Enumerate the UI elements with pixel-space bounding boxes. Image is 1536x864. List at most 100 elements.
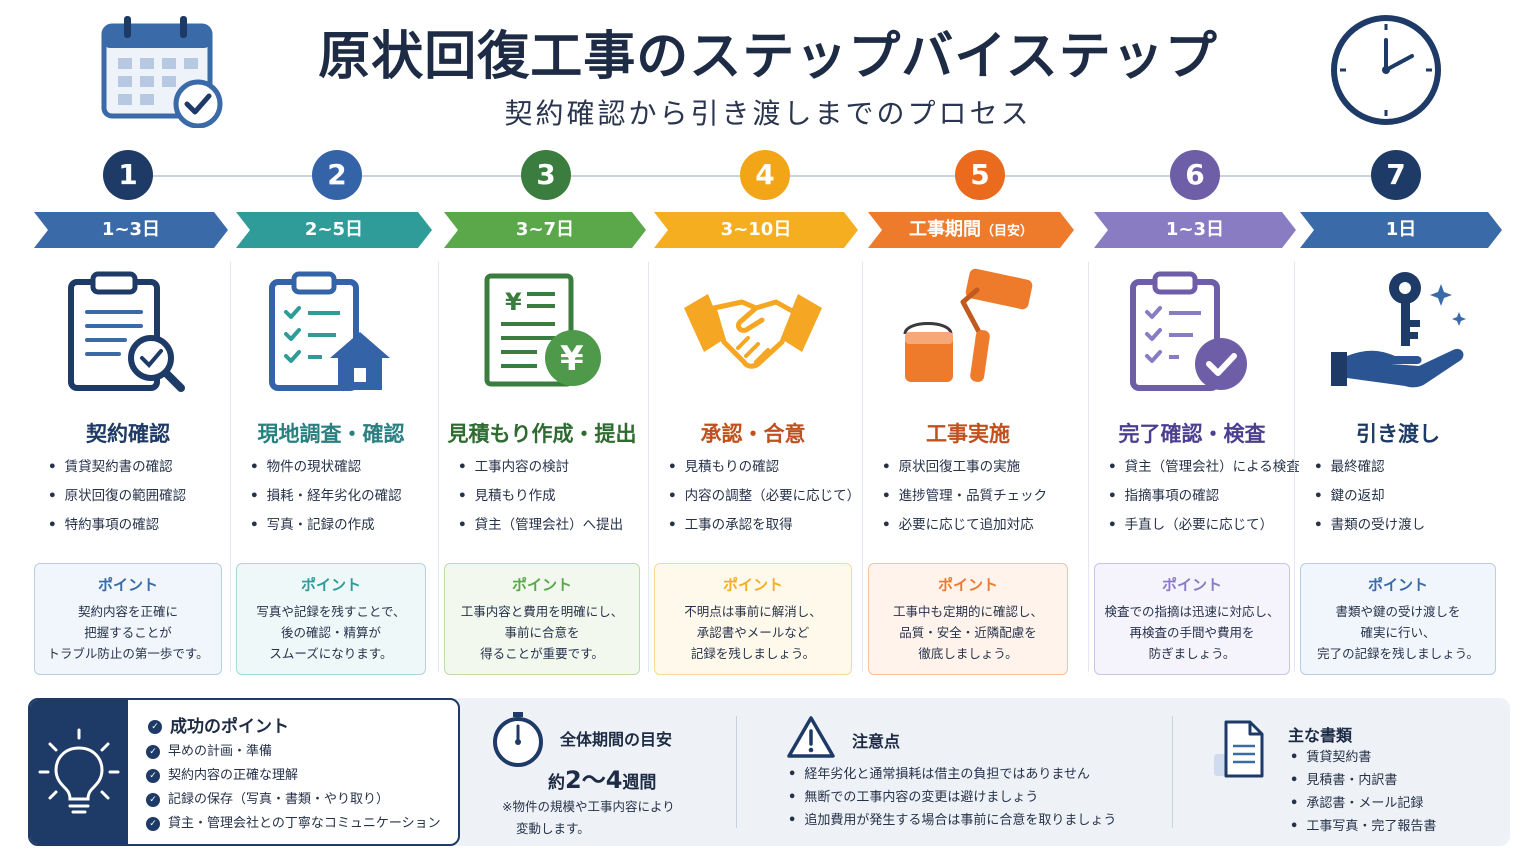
caution-list: 経年劣化と通常損耗は借主の負担ではありません 無断での工事内容の変更は避けましょ… xyxy=(788,765,1116,834)
success-list: ✓早めの計画・準備 ✓契約内容の正確な理解 ✓記録の保存（写真・書類・やり取り）… xyxy=(146,742,441,838)
point-text: スムーズになります。 xyxy=(269,646,393,661)
step-items: 貸主（管理会社）による検査指摘事項の確認手直し（必要に応じて） xyxy=(1108,456,1300,543)
step-number-4: 4 xyxy=(740,150,790,200)
step-duration-5: 工事期間（目安） xyxy=(868,212,1074,248)
step-items: 賃貸契約書の確認原状回復の範囲確認特約事項の確認 xyxy=(48,456,218,543)
stopwatch-icon xyxy=(493,712,543,767)
hand-key-icon xyxy=(1323,268,1473,402)
page-subtitle: 契約確認から引き渡しまでのプロセス xyxy=(504,97,1032,130)
list-item: 貸主（管理会社）による検査 xyxy=(1108,456,1300,485)
estimate-yen-icon: ¥ ¥ xyxy=(477,268,607,402)
step-title: 現地調査・確認 xyxy=(257,422,405,446)
list-item: 経年劣化と通常損耗は借主の負担ではありません xyxy=(788,765,1116,788)
point-text: 事前に合意を xyxy=(504,625,580,640)
calendar-check-icon xyxy=(101,16,223,128)
point-text: 記録を残しましょう。 xyxy=(690,646,816,661)
page-title: 原状回復工事のステップバイステップ xyxy=(318,27,1218,87)
document-icon xyxy=(1214,720,1264,778)
step-column-5: 工事実施 原状回復工事の実施進捗管理・品質チェック必要に応じて追加対応 ポイント… xyxy=(868,258,1068,678)
step-number-2: 2 xyxy=(312,150,362,200)
check-icon: ✓ xyxy=(146,792,160,807)
divider xyxy=(862,262,863,672)
point-text: 防ぎましょう。 xyxy=(1148,646,1236,661)
list-item: 必要に応じて追加対応 xyxy=(882,514,1064,543)
divider xyxy=(736,716,737,828)
point-text: 検査での指摘は迅速に対応し、 xyxy=(1104,604,1280,619)
step-items: 物件の現状確認損耗・経年劣化の確認写真・記録の作成 xyxy=(250,456,422,543)
point-title: ポイント xyxy=(722,576,783,594)
checklist-house-icon xyxy=(266,268,396,402)
point-text: 工事中も定期的に確認し、 xyxy=(892,604,1043,619)
check-icon: ✓ xyxy=(146,816,160,831)
step-title: 承認・合意 xyxy=(700,422,806,446)
step-column-1: 契約確認 賃貸契約書の確認原状回復の範囲確認特約事項の確認 ポイント 契約内容を… xyxy=(34,258,222,678)
point-title: ポイント xyxy=(300,576,361,594)
step-column-2: 現地調査・確認 物件の現状確認損耗・経年劣化の確認写真・記録の作成 ポイント 写… xyxy=(236,258,426,678)
point-text: 品質・安全・近隣配慮を xyxy=(899,625,1037,640)
point-text: 契約内容を正確に xyxy=(77,604,178,619)
step-column-7: 引き渡し 最終確認鍵の返却書類の受け渡し ポイント 書類や鍵の受け渡しを確実に行… xyxy=(1300,258,1496,678)
caution-title: 注意点 xyxy=(852,732,901,751)
list-item: ✓契約内容の正確な理解 xyxy=(146,766,441,790)
list-item: 追加費用が発生する場合は事前に合意を取りましょう xyxy=(788,811,1116,834)
step-title: 完了確認・検査 xyxy=(1118,422,1266,446)
step-items: 最終確認鍵の返却書類の受け渡し xyxy=(1314,456,1492,543)
point-text: 工事内容と費用を明確にし、 xyxy=(460,604,624,619)
list-item: 賃貸契約書の確認 xyxy=(48,456,218,485)
point-text: 再検査の手間や費用を xyxy=(1129,625,1255,640)
divider xyxy=(648,262,649,672)
point-box: ポイント 書類や鍵の受け渡しを確実に行い、完了の記録を残しましょう。 xyxy=(1300,563,1496,675)
step-column-4: 承認・合意 見積もりの確認内容の調整（必要に応じて）工事の承認を取得 ポイント … xyxy=(654,258,860,678)
step-items: 工事内容の検討見積もり作成貸主（管理会社）へ提出 xyxy=(458,456,636,543)
step-title: 見積もり作成・提出 xyxy=(447,422,637,446)
point-text: 把握することが xyxy=(84,625,172,640)
clock-icon xyxy=(1331,15,1441,125)
step-column-3: ¥ ¥ 見積もり作成・提出 工事内容の検討見積もり作成貸主（管理会社）へ提出 ポ… xyxy=(444,258,640,678)
step-items: 原状回復工事の実施進捗管理・品質チェック必要に応じて追加対応 xyxy=(882,456,1064,543)
step-duration-3: 3~7日 xyxy=(444,212,646,248)
divider xyxy=(1294,262,1295,672)
step-duration-7: 1日 xyxy=(1300,212,1502,248)
point-title: ポイント xyxy=(511,576,572,594)
svg-text:¥: ¥ xyxy=(560,339,584,379)
list-item: 書類の受け渡し xyxy=(1314,514,1492,543)
step-number-1: 1 xyxy=(103,150,153,200)
documents-list: 賃貸契約書 見積書・内訳書 承認書・メール記録 工事写真・完了報告書 xyxy=(1290,748,1436,840)
success-title: ✓成功のポイント xyxy=(148,712,289,737)
point-box: ポイント 不明点は事前に解消し、承認書やメールなど記録を残しましょう。 xyxy=(654,563,852,675)
list-item: 特約事項の確認 xyxy=(48,514,218,543)
list-item: 工事内容の検討 xyxy=(458,456,636,485)
list-item: 原状回復の範囲確認 xyxy=(48,485,218,514)
step-number-5: 5 xyxy=(955,150,1005,200)
paint-roller-bucket-icon xyxy=(893,268,1043,402)
point-title: ポイント xyxy=(97,576,158,594)
list-item: ✓早めの計画・準備 xyxy=(146,742,441,766)
point-text: 確実に行い、 xyxy=(1360,625,1436,640)
step-number-7: 7 xyxy=(1371,150,1421,200)
step-number-6: 6 xyxy=(1170,150,1220,200)
divider xyxy=(1088,262,1089,672)
list-item: 見積もり作成 xyxy=(458,485,636,514)
list-item: 工事写真・完了報告書 xyxy=(1290,817,1436,840)
point-title: ポイント xyxy=(1161,576,1222,594)
check-icon: ✓ xyxy=(146,768,160,783)
period-note: 変動します。 xyxy=(516,821,590,836)
step-duration-1: 1~3日 xyxy=(34,212,228,248)
point-text: 写真や記録を残すことで、 xyxy=(256,604,406,619)
success-box: ✓成功のポイント ✓早めの計画・準備 ✓契約内容の正確な理解 ✓記録の保存（写真… xyxy=(28,698,460,846)
check-icon: ✓ xyxy=(146,744,160,759)
step-duration-2: 2~5日 xyxy=(236,212,432,248)
point-box: ポイント 検査での指摘は迅速に対応し、再検査の手間や費用を防ぎましょう。 xyxy=(1094,563,1290,675)
bulb-area xyxy=(30,700,128,844)
list-item: 見積書・内訳書 xyxy=(1290,771,1436,794)
checklist-badge-icon xyxy=(1127,268,1257,402)
list-item: 承認書・メール記録 xyxy=(1290,794,1436,817)
list-item: 賃貸契約書 xyxy=(1290,748,1436,771)
point-box: ポイント 工事内容と費用を明確にし、事前に合意を得ることが重要です。 xyxy=(444,563,640,675)
list-item: ✓記録の保存（写真・書類・やり取り） xyxy=(146,790,441,814)
list-item: 指摘事項の確認 xyxy=(1108,485,1286,514)
divider xyxy=(230,262,231,672)
list-item: 最終確認 xyxy=(1314,456,1492,485)
step-title: 契約確認 xyxy=(86,422,170,446)
